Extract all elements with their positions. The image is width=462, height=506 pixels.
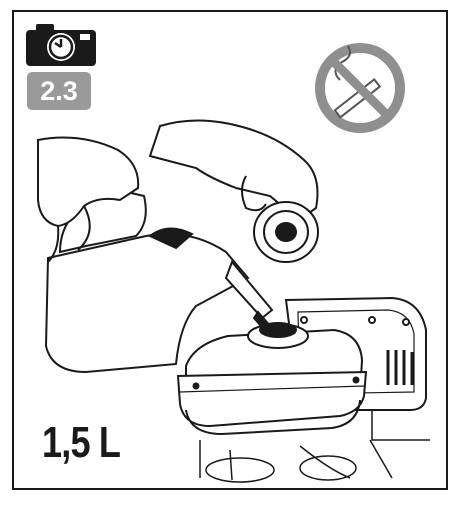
fuel-volume-label: 1,5 L — [42, 418, 120, 468]
fuel-tank — [178, 323, 366, 434]
no-smoking-icon — [320, 46, 400, 128]
step-number-badge: 2.3 — [27, 72, 91, 110]
camera-timer-icon — [26, 24, 96, 66]
